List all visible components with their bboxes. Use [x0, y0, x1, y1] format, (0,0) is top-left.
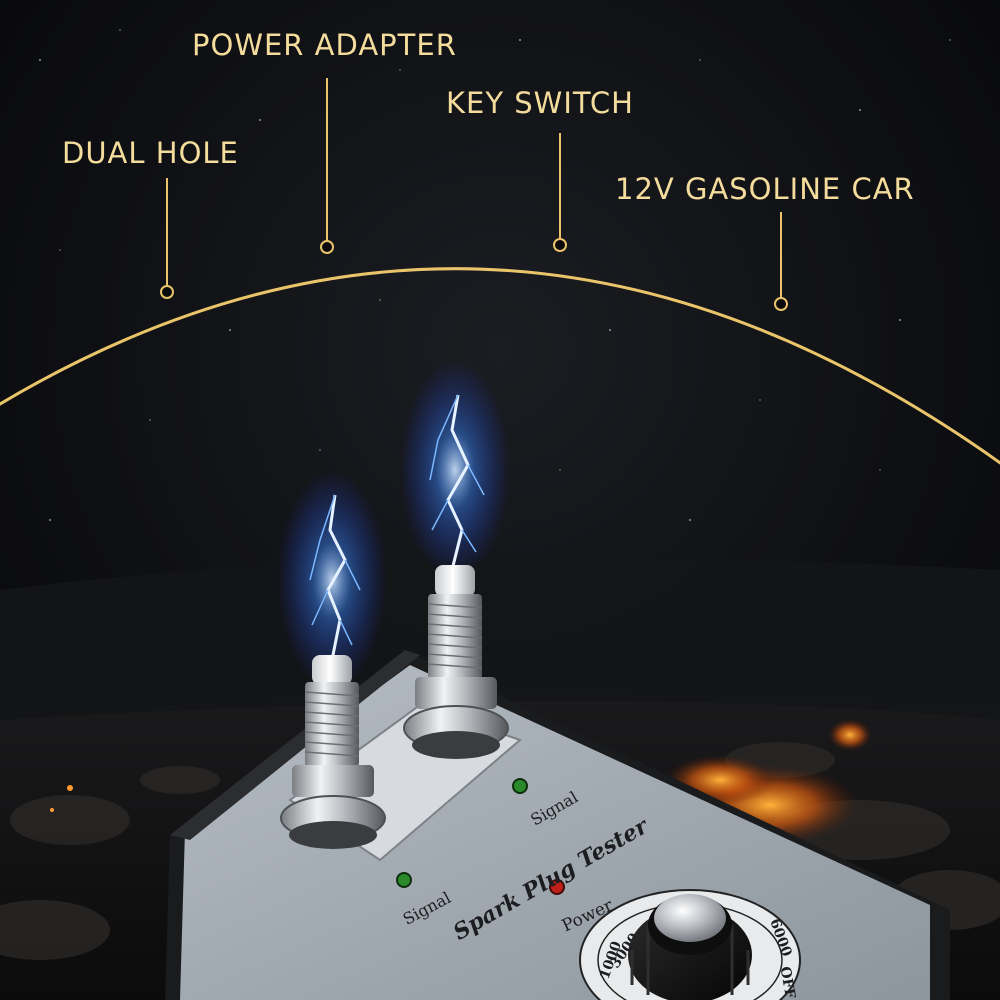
callout-dots: [160, 238, 788, 311]
dial-mark-off: OFF: [777, 965, 798, 999]
callout-arc: [0, 267, 1000, 465]
callout-gasoline-car: 12V GASOLINE CAR: [615, 172, 915, 206]
power-led: [549, 879, 565, 895]
spark-left: [277, 470, 387, 690]
signal-led-right: [512, 778, 528, 794]
stars: [39, 29, 951, 521]
spark-plug-right: [403, 565, 509, 759]
signal-led-left: [396, 872, 412, 888]
spark-right: [400, 360, 510, 580]
rpm-knob[interactable]: [628, 894, 752, 1000]
callout-leaders: [166, 78, 782, 300]
callout-key-switch: KEY SWITCH: [446, 86, 634, 120]
spark-plug-left: [280, 655, 386, 849]
callout-power-adapter: POWER ADAPTER: [192, 28, 457, 62]
callout-dual-hole: DUAL HOLE: [62, 136, 239, 170]
